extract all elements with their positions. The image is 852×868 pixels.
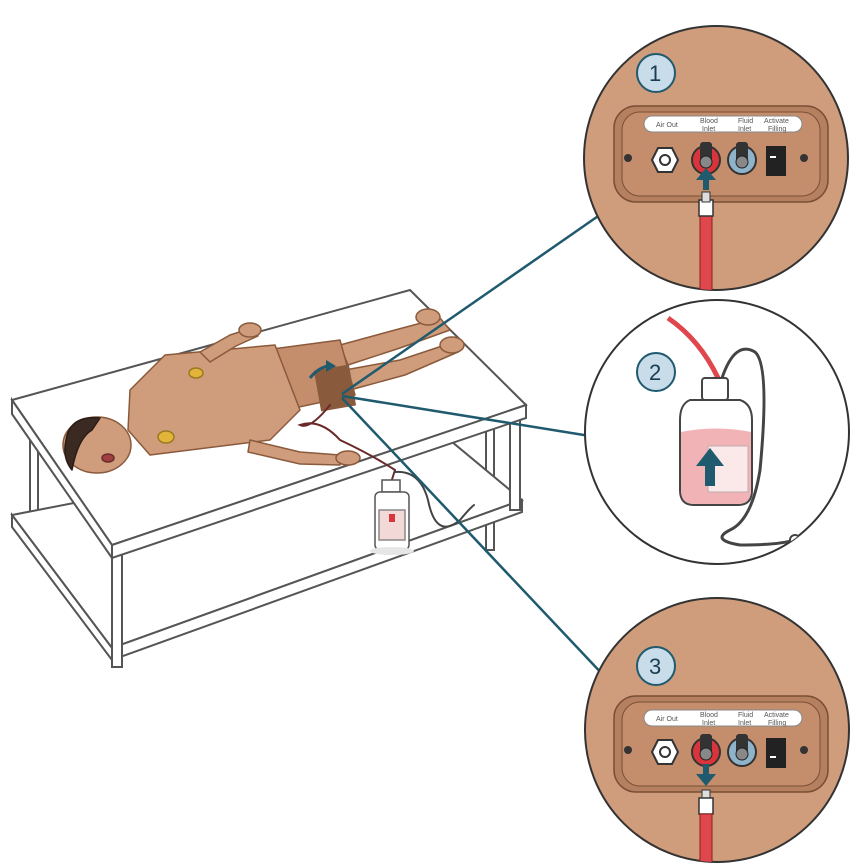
air-out-hole <box>660 155 670 165</box>
bottle-small-shadow <box>370 547 414 555</box>
label-air-out-3: Air Out <box>656 716 678 723</box>
manikin-hand-upper <box>239 323 261 337</box>
tube-connector-tip-1 <box>702 192 710 202</box>
blood-inlet-center-3 <box>700 748 712 760</box>
panel-screw-left <box>624 154 632 162</box>
label-blood-inlet-1: Blood <box>700 118 718 125</box>
air-out-hole-3 <box>660 747 670 757</box>
table-leg-front-left <box>112 545 122 667</box>
label-blood-inlet-3a: Blood <box>700 712 718 719</box>
label-activate-3b: Filling <box>768 720 786 727</box>
fluid-inlet-center <box>736 156 748 168</box>
label-fluid-inlet-2: Inlet <box>738 126 751 133</box>
label-blood-inlet-3b: Inlet <box>702 720 715 727</box>
tube-connector-3 <box>699 798 713 814</box>
callout-1: Air Out Blood Inlet Fluid Inlet Activate… <box>584 26 848 300</box>
manikin-mouth <box>102 454 114 462</box>
activate-filling-switch-mark-3 <box>770 756 776 758</box>
label-fluid-inlet-3b: Inlet <box>738 720 751 727</box>
callout-3: Air Out Blood Inlet Fluid Inlet Activate… <box>585 598 849 868</box>
activate-filling-switch-3 <box>766 738 786 768</box>
bottle-large-cap <box>702 378 728 400</box>
manikin-foot-lower <box>440 337 464 353</box>
step-number-3: 3 <box>649 654 661 679</box>
bottle-small-red-mark <box>389 514 395 522</box>
manikin-hand-lower <box>336 451 360 465</box>
red-tube-1 <box>700 210 712 300</box>
table-leg-front-right <box>510 415 520 510</box>
label-blood-inlet-2: Inlet <box>702 126 715 133</box>
label-activate-3a: Activate <box>764 712 789 719</box>
label-air-out: Air Out <box>656 122 678 129</box>
defib-pad-lower <box>158 431 174 443</box>
panel-screw-left-3 <box>624 746 632 754</box>
blood-inlet-center <box>700 156 712 168</box>
activate-filling-switch-mark <box>770 156 776 158</box>
manikin-foot-upper <box>416 309 440 325</box>
label-fluid-inlet-3a: Fluid <box>738 712 753 719</box>
defib-pad-upper <box>189 368 203 378</box>
callout-2: 2 <box>585 300 849 564</box>
label-activate-1: Activate <box>764 118 789 125</box>
panel-screw-right <box>800 154 808 162</box>
bottle-small-cap <box>382 480 400 492</box>
fluid-inlet-center-3 <box>736 748 748 760</box>
label-activate-2: Filling <box>768 126 786 133</box>
label-fluid-inlet-1: Fluid <box>738 118 753 125</box>
panel-screw-right-3 <box>800 746 808 754</box>
step-number-1: 1 <box>649 61 661 86</box>
step-number-2: 2 <box>649 360 661 385</box>
red-tube-3 <box>700 814 712 868</box>
activate-filling-switch <box>766 146 786 176</box>
